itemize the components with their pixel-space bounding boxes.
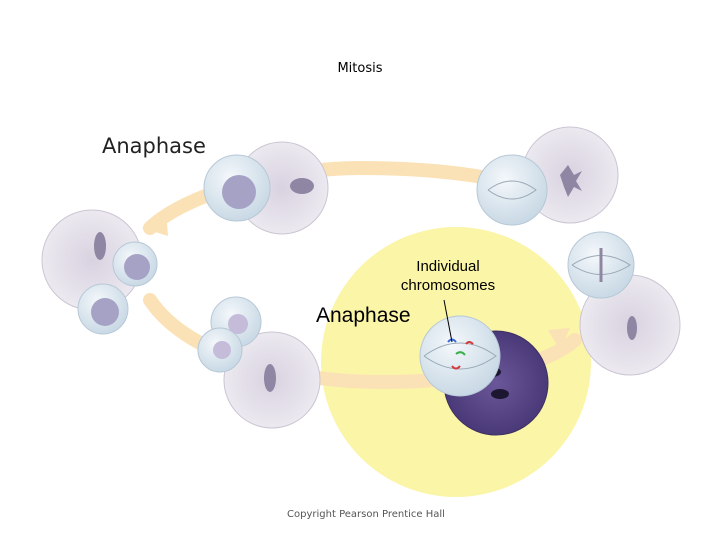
highlight-stage-label: Anaphase	[316, 304, 411, 327]
cell-disc	[77, 241, 158, 335]
cell-disc	[567, 231, 635, 299]
callout-line-2: chromosomes	[400, 277, 496, 294]
cell-disc	[476, 154, 548, 226]
cell-disc	[203, 154, 271, 222]
callout-label: Individual chromosomes	[370, 257, 526, 295]
callout-pointer	[443, 299, 453, 343]
copyright-text: Copyright Pearson Prentice Hall	[287, 509, 445, 520]
anaphase-cell-disc	[419, 315, 501, 397]
cell-photo	[223, 331, 321, 429]
cycle-arrowhead-icon	[548, 328, 570, 350]
slide-title: Mitosis	[337, 61, 383, 76]
callout-line-1: Individual	[416, 258, 480, 275]
stage-label: Anaphase	[102, 134, 206, 158]
cell-disc	[197, 296, 262, 373]
cycle-arrowhead-icon	[142, 210, 168, 236]
